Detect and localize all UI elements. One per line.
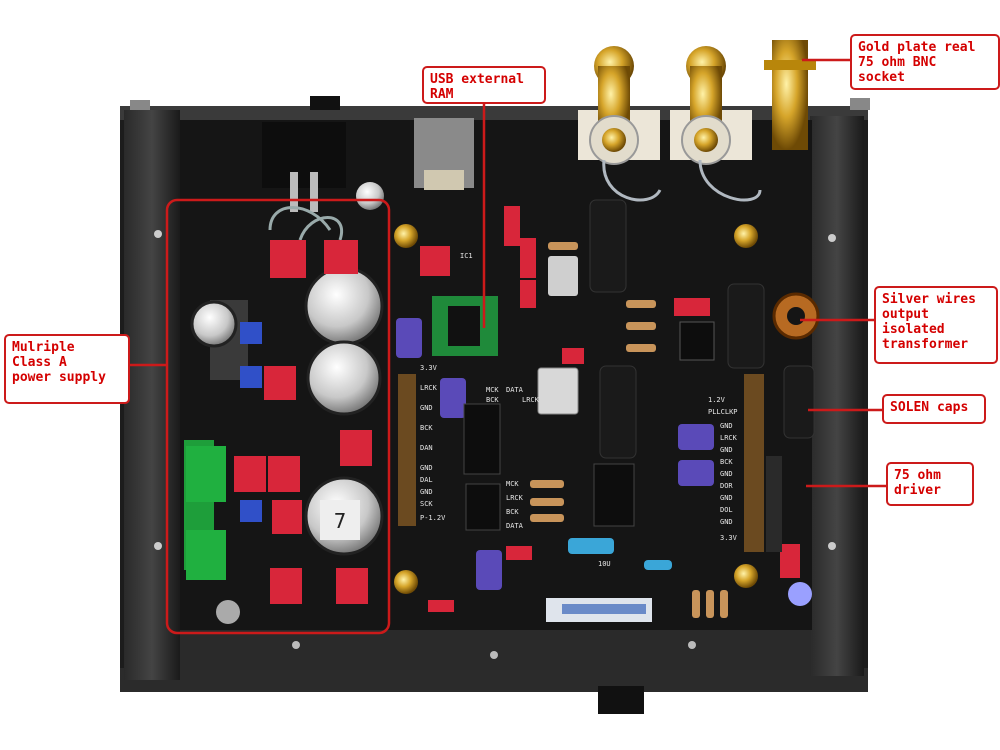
callout-usb-ram-line2: RAM — [430, 87, 454, 102]
silk-right-3: LRCK — [720, 434, 738, 442]
silk-right-10: GND — [720, 518, 733, 526]
silk-mid2-1: LRCK — [506, 494, 524, 502]
silk-right-4: GND — [720, 446, 733, 454]
silk-row2-3: SCK — [420, 500, 433, 508]
silk-right-1: PLLCLKP — [708, 408, 738, 416]
silk-row1-3: BCK — [420, 424, 433, 432]
silk-right-0: 1.2V — [708, 396, 726, 404]
callout-driver-line1: 75 ohm — [894, 468, 941, 483]
callout-bnc-line1: Gold plate real — [858, 40, 976, 55]
silk-mid2-0: MCK — [506, 480, 519, 488]
silk-row2-4: P-1.2V — [420, 514, 446, 522]
callout-bnc-line2: 75 ohm BNC — [858, 55, 937, 70]
callout-driver: 75 ohm driver — [886, 462, 974, 506]
silk-mid-0: MCK — [486, 386, 499, 394]
callout-power-supply-line1: Mulriple — [12, 340, 75, 355]
silk-mid-2: DATA — [506, 386, 524, 394]
silk-right-2: GND — [720, 422, 733, 430]
power-supply-highlight — [165, 198, 391, 635]
callout-solen: SOLEN caps — [882, 394, 986, 424]
callout-power-supply-line2: Class A — [12, 355, 67, 370]
silk-10u: 10U — [598, 560, 611, 568]
silk-right-6: GND — [720, 470, 733, 478]
callout-usb-ram: USB external RAM — [422, 66, 546, 104]
silk-mid-1: BCK — [486, 396, 499, 404]
circuit-board: 7 — [180, 40, 820, 630]
callout-silver-wires-line4: transformer — [882, 337, 969, 352]
callout-bnc: Gold plate real 75 ohm BNC socket — [850, 34, 1000, 90]
silk-row2-2: GND — [420, 488, 433, 496]
silk-right-7: DOR — [720, 482, 733, 490]
silk-right-9: DOL — [720, 506, 733, 514]
silk-row2-1: DAL — [420, 476, 433, 484]
ic1-label: IC1 — [460, 252, 473, 260]
callout-driver-line2: driver — [894, 483, 941, 498]
callout-silver-wires-line3: isolated — [882, 322, 945, 337]
annotation-overlays — [130, 58, 888, 635]
callout-silver-wires: Silver wires output isolated transformer — [874, 286, 998, 364]
callout-power-supply-line3: power supply — [12, 370, 106, 385]
silk-row1-4: DAN — [420, 444, 433, 452]
silk-mid2-2: BCK — [506, 508, 519, 516]
silk-mid2-3: DATA — [506, 522, 524, 530]
callout-silver-wires-line2: output — [882, 307, 929, 322]
callout-power-supply: Mulriple Class A power supply — [4, 334, 130, 404]
callout-silver-wires-line1: Silver wires — [882, 292, 976, 307]
silk-row2-0: GND — [420, 464, 433, 472]
callout-solen-line1: SOLEN caps — [890, 400, 969, 415]
silk-right-5: BCK — [720, 458, 733, 466]
silk-row1-0: 3.3V — [420, 364, 438, 372]
silk-row1-2: GND — [420, 404, 433, 412]
silk-right-11: 3.3V — [720, 534, 738, 542]
callout-usb-ram-line1: USB external — [430, 72, 524, 87]
callout-bnc-line3: socket — [858, 70, 905, 85]
cap-label: 7 — [334, 509, 347, 533]
silk-mid-3: LRCK — [522, 396, 540, 404]
silk-row1-1: LRCK — [420, 384, 438, 392]
silk-right-8: GND — [720, 494, 733, 502]
